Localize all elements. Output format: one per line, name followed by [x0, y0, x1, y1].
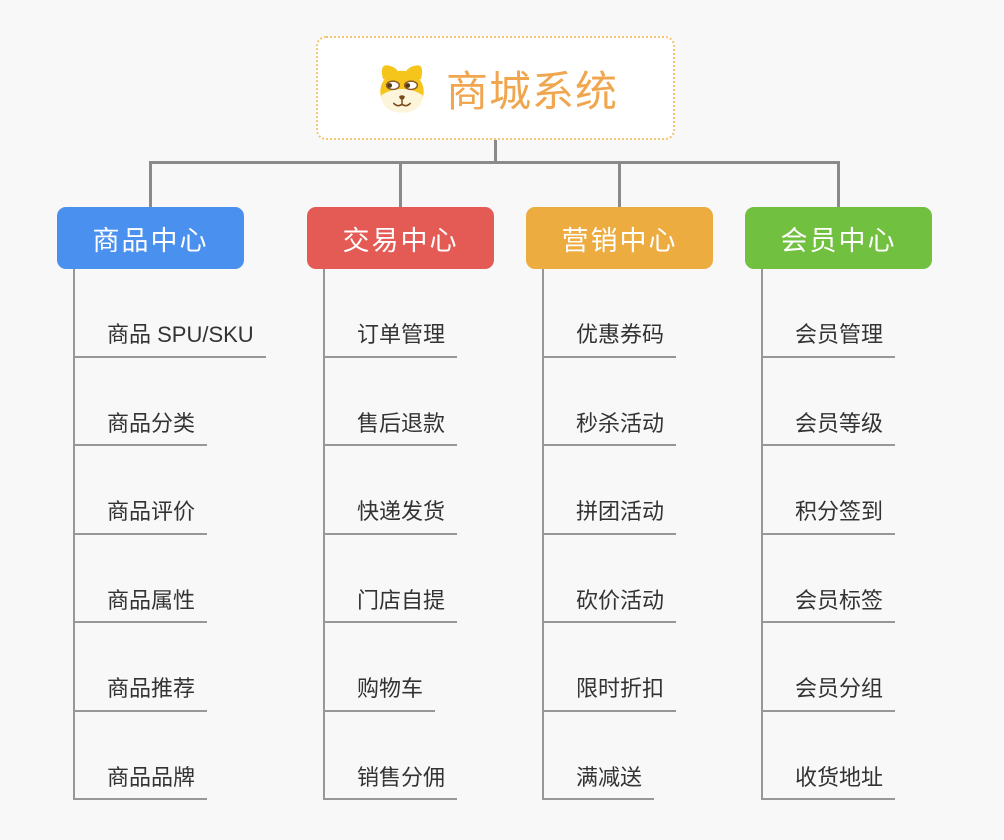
leaf-node[interactable]: 商品属性: [73, 587, 208, 623]
root-connector-stub: [494, 139, 497, 164]
leaf-row: 拼团活动: [542, 446, 677, 535]
dog-face-icon: [373, 59, 431, 117]
column-trunk-line: [73, 269, 75, 800]
connector-drop: [399, 161, 402, 211]
leaf-row: 销售分佣: [323, 712, 458, 800]
leaf-node[interactable]: 拼团活动: [542, 498, 677, 535]
branch-column: 商品 SPU/SKU 商品分类商品评价商品属性商品推荐商品品牌: [73, 269, 266, 800]
leaf-row: 快递发货: [323, 446, 458, 535]
branch-column: 会员管理会员等级积分签到会员标签会员分组收货地址: [761, 269, 896, 800]
leaf-node[interactable]: 会员标签: [761, 587, 896, 623]
leaf-row: 限时折扣: [542, 623, 677, 712]
column-trunk-line: [323, 269, 325, 800]
leaf-node[interactable]: 秒杀活动: [542, 410, 677, 446]
leaf-row: 会员标签: [761, 535, 896, 623]
leaf-node[interactable]: 售后退款: [323, 410, 458, 446]
leaf-node[interactable]: 快递发货: [323, 498, 458, 535]
leaf-row: 商品品牌: [73, 712, 266, 800]
leaf-row: 商品分类: [73, 358, 266, 446]
leaf-node[interactable]: 商品品牌: [73, 764, 208, 800]
leaf-row: 购物车: [323, 623, 457, 712]
leaf-node[interactable]: 门店自提: [323, 587, 458, 623]
leaf-row: 会员等级: [761, 358, 896, 446]
connector-drop: [149, 161, 152, 211]
leaf-node[interactable]: 购物车: [323, 675, 436, 712]
root-title: 商城系统: [445, 67, 618, 115]
leaf-node[interactable]: 会员分组: [761, 675, 896, 712]
leaf-node[interactable]: 积分签到: [761, 498, 896, 535]
leaf-node[interactable]: 商品评价: [73, 498, 208, 535]
leaf-node[interactable]: 限时折扣: [542, 675, 677, 712]
leaf-node[interactable]: 商品分类: [73, 410, 208, 446]
leaf-row: 门店自提: [323, 535, 458, 623]
leaf-row: 商品评价: [73, 446, 266, 535]
leaf-row: 收货地址: [761, 712, 896, 800]
connector-bus: [149, 161, 840, 164]
leaf-node[interactable]: 商品 SPU/SKU: [73, 321, 266, 358]
leaf-node[interactable]: 砍价活动: [542, 587, 677, 623]
leaf-row: 商品 SPU/SKU: [73, 269, 266, 358]
leaf-row: 商品属性: [73, 535, 266, 623]
leaf-row: 商品推荐: [73, 623, 266, 712]
leaf-row: 积分签到: [761, 446, 896, 535]
root-node[interactable]: 商城系统: [316, 36, 675, 140]
branch-column: 优惠券码秒杀活动拼团活动砍价活动限时折扣满减送: [542, 269, 677, 800]
column-trunk-line: [542, 269, 544, 800]
leaf-node[interactable]: 商品推荐: [73, 675, 208, 712]
branch-node[interactable]: 商品中心: [57, 207, 244, 269]
branch-node[interactable]: 营销中心: [526, 207, 713, 269]
branch-node[interactable]: 会员中心: [745, 207, 932, 269]
leaf-node[interactable]: 销售分佣: [323, 764, 458, 800]
leaf-row: 砍价活动: [542, 535, 677, 623]
leaf-row: 会员管理: [761, 269, 896, 358]
leaf-node[interactable]: 会员等级: [761, 410, 896, 446]
leaf-node[interactable]: 满减送: [542, 764, 655, 800]
connector-drop: [618, 161, 621, 211]
column-trunk-line: [761, 269, 763, 800]
leaf-node[interactable]: 会员管理: [761, 321, 896, 358]
leaf-node[interactable]: 收货地址: [761, 764, 896, 800]
branch-node[interactable]: 交易中心: [307, 207, 494, 269]
branch-column: 订单管理售后退款快递发货门店自提购物车销售分佣: [323, 269, 458, 800]
leaf-row: 满减送: [542, 712, 676, 800]
leaf-row: 秒杀活动: [542, 358, 677, 446]
leaf-row: 售后退款: [323, 358, 458, 446]
leaf-node[interactable]: 优惠券码: [542, 321, 677, 358]
leaf-row: 订单管理: [323, 269, 458, 358]
connector-drop: [837, 161, 840, 211]
leaf-row: 优惠券码: [542, 269, 677, 358]
leaf-node[interactable]: 订单管理: [323, 321, 458, 358]
leaf-row: 会员分组: [761, 623, 896, 712]
